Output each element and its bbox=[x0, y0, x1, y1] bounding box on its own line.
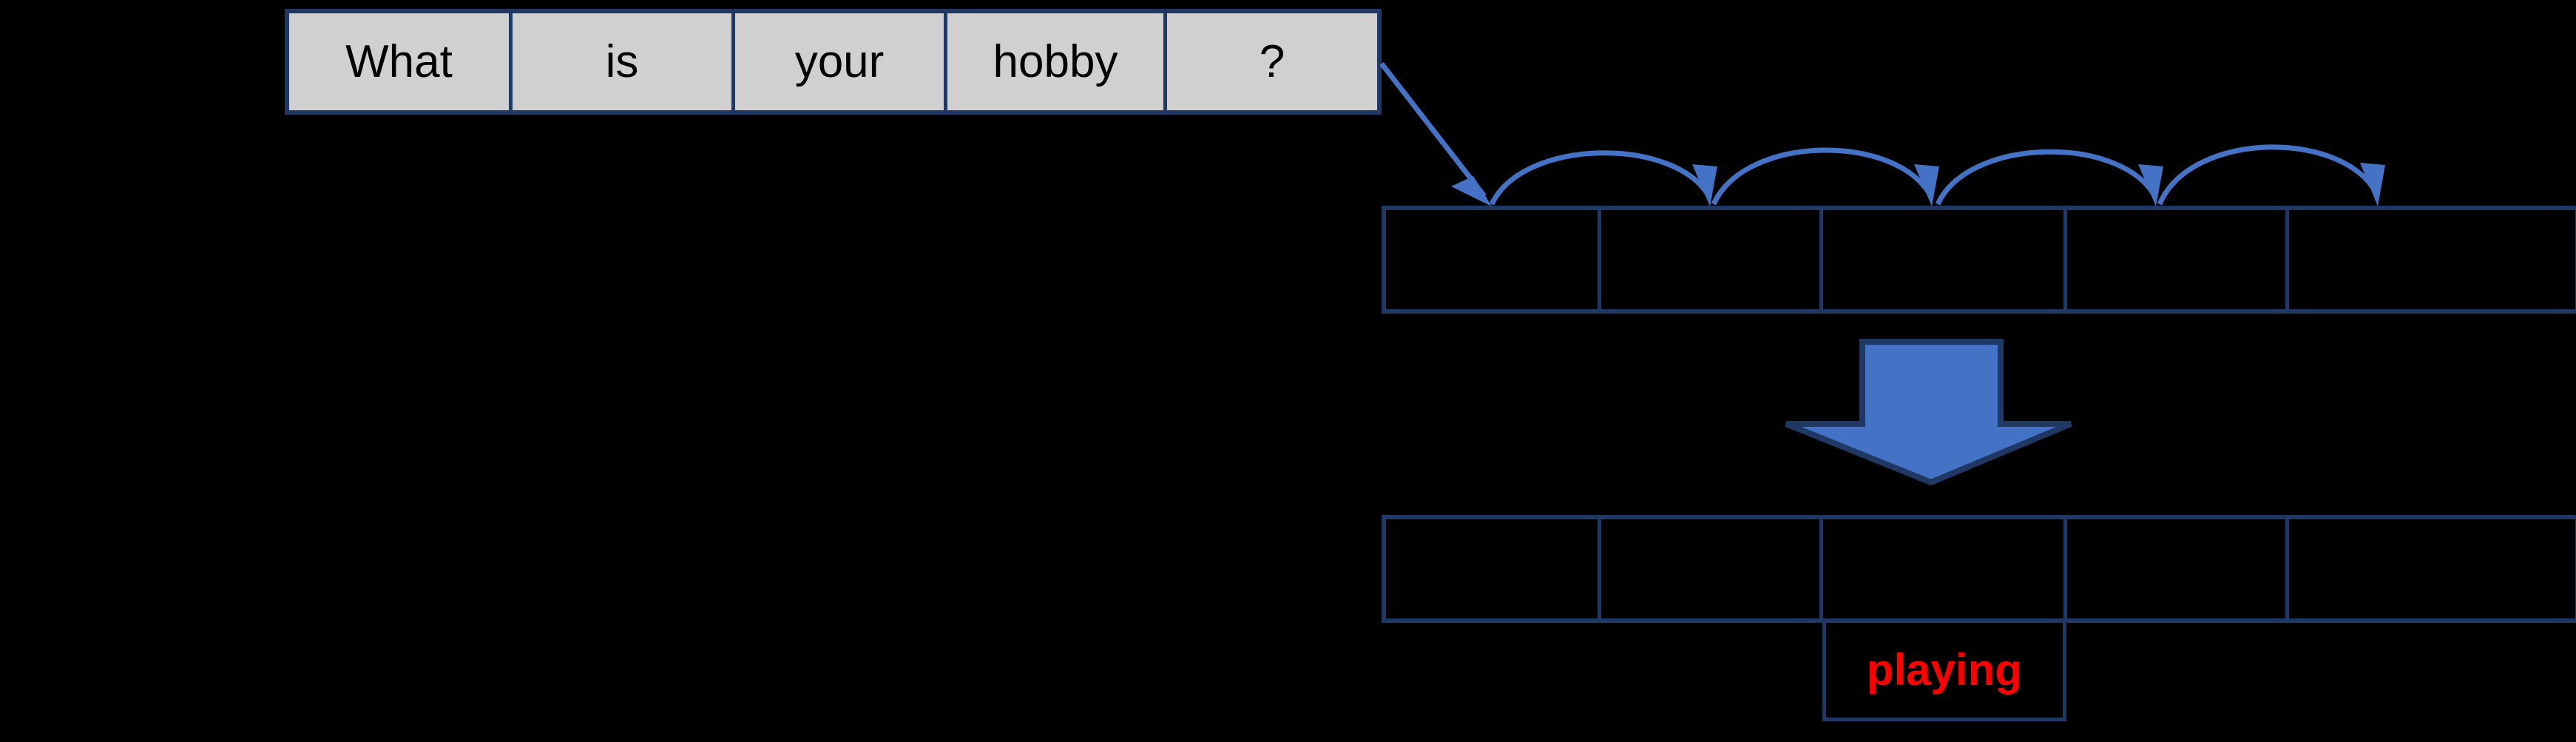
encoder-state-cell bbox=[2067, 210, 2289, 309]
decoder-state-cell bbox=[1386, 519, 1601, 618]
output-word-label: playing bbox=[1866, 645, 2023, 695]
input-token-cell: What bbox=[289, 13, 513, 110]
input-to-encoder-arrow bbox=[1379, 61, 1492, 206]
encoder-state-cell bbox=[1823, 210, 2067, 309]
input-sentence-row: What is your hobby ? bbox=[285, 9, 1382, 115]
decoder-state-cell bbox=[2289, 519, 2575, 618]
decoder-state-cell bbox=[2067, 519, 2289, 618]
encoder-state-cell bbox=[2289, 210, 2575, 309]
encoder-state-row bbox=[1382, 206, 2576, 314]
input-token-cell: ? bbox=[1167, 13, 1377, 110]
input-token-cell: hobby bbox=[947, 13, 1167, 110]
input-token-label: your bbox=[794, 36, 885, 87]
encoder-step-arc-2 bbox=[1711, 147, 1939, 206]
input-token-label: ? bbox=[1259, 36, 1285, 87]
input-token-label: hobby bbox=[993, 36, 1118, 87]
decoder-state-cell bbox=[1601, 519, 1823, 618]
encoder-state-cell bbox=[1601, 210, 1823, 309]
output-word-box: playing bbox=[1822, 623, 2066, 721]
input-token-cell: your bbox=[735, 13, 947, 110]
encoder-step-arc-1 bbox=[1489, 150, 1717, 206]
input-token-label: is bbox=[605, 36, 639, 87]
encoder-step-arc-4 bbox=[2157, 144, 2385, 206]
encoder-to-decoder-arrow bbox=[1785, 339, 2072, 486]
encoder-state-cell bbox=[1386, 210, 1601, 309]
encoder-step-arc-3 bbox=[1935, 149, 2163, 206]
decoder-state-cell bbox=[1823, 519, 2067, 618]
input-token-label: What bbox=[345, 36, 453, 87]
input-token-cell: is bbox=[513, 13, 735, 110]
decoder-state-row bbox=[1382, 515, 2576, 623]
